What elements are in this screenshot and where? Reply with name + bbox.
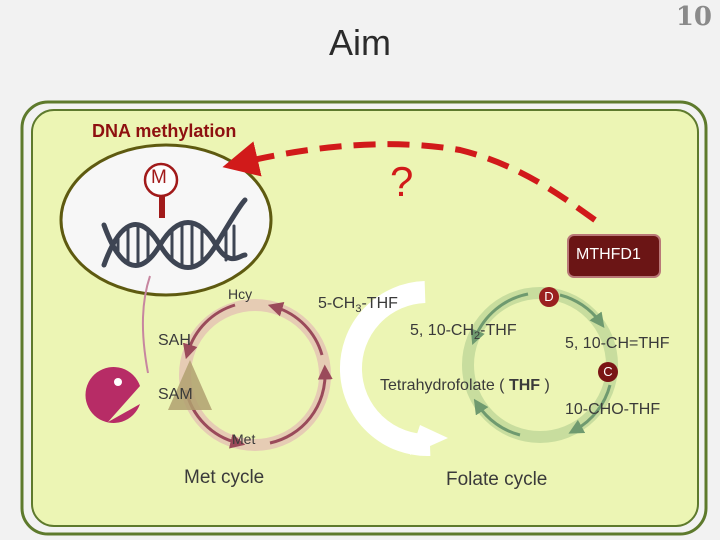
slide-title: Aim [329,22,391,63]
methylene-thf-label: 5, 10-CH2-THF [410,322,517,343]
folate-cycle-arrows [470,292,612,437]
pacman-icon [85,367,140,423]
slide-number: 10 [675,2,712,32]
question-mark: ? [390,158,414,205]
nucleus [59,143,273,297]
met-cycle-title: Met cycle [184,467,265,488]
sah-label: SAH [158,332,191,349]
dna-methylation-label: DNA methylation [92,121,237,141]
regulation-arrow [222,141,597,223]
methenyl-thf-label: 5, 10-CH=THF [565,335,670,352]
folate-cycle-title: Folate cycle [446,469,548,490]
sam-label: SAM [158,386,193,403]
white-curved-arrow [339,281,431,457]
mthfd1-box [567,234,661,278]
dna-helix-icon [101,197,248,270]
met-label: Met [232,431,256,447]
methyl-mark-label: M [151,167,167,188]
badge-d: D [539,287,559,307]
mthfd1-label: MTHFD1 [576,246,641,263]
sam-triangle [168,360,212,410]
formyl-thf-label: 10-CHO-THF [565,401,661,418]
white-arrow-head [410,425,448,455]
panel-outer-border [20,100,708,536]
methyl-thf-label: 5-CH3-THF [318,295,398,316]
sah-to-nucleus-line [141,275,151,374]
thf-label: Tetrahydrofolate ( THF ) [380,377,550,394]
hcy-label: Hcy [228,286,253,302]
methyl-mark-icon [143,162,179,198]
badge-c: C [598,362,618,382]
